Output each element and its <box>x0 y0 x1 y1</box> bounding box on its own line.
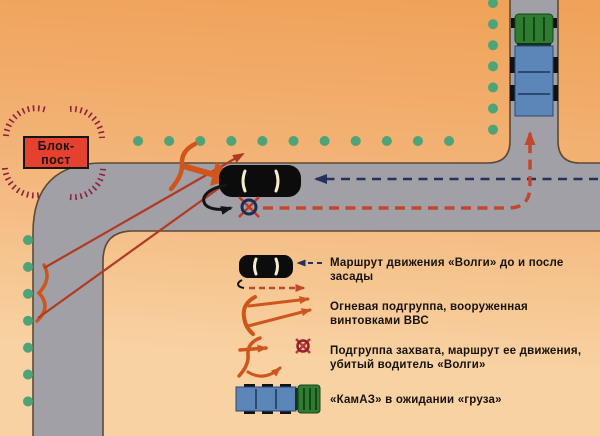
entrenchment-arcs <box>2 105 106 201</box>
road <box>32 0 600 436</box>
driver-removal-arrow <box>202 183 233 215</box>
killed-driver-marker <box>238 196 260 218</box>
volga-car <box>219 165 301 197</box>
checkpoint-sign-line2: пост <box>41 152 71 167</box>
fire-line-lower <box>37 171 242 319</box>
kamaz-truck <box>510 13 558 117</box>
entrenchment-arc-bottom-right <box>69 167 106 201</box>
checkpoint-sign-line1: Блок- <box>37 139 75 153</box>
truck-mirror-left <box>511 18 516 28</box>
fire-position-brace <box>35 263 49 323</box>
assault-arrow-shaft <box>180 163 218 178</box>
volga-window-left <box>241 169 247 193</box>
entrenchment-arc-top-left <box>3 105 48 137</box>
entrenchment-arc-bottom-left <box>2 167 41 199</box>
volga-window-right <box>274 169 280 193</box>
entrenchment-arc-top-right <box>69 105 105 139</box>
checkpoint-sign: Блок- пост <box>23 136 89 169</box>
truck-mirror-right <box>552 18 557 28</box>
truck-body <box>514 45 554 117</box>
